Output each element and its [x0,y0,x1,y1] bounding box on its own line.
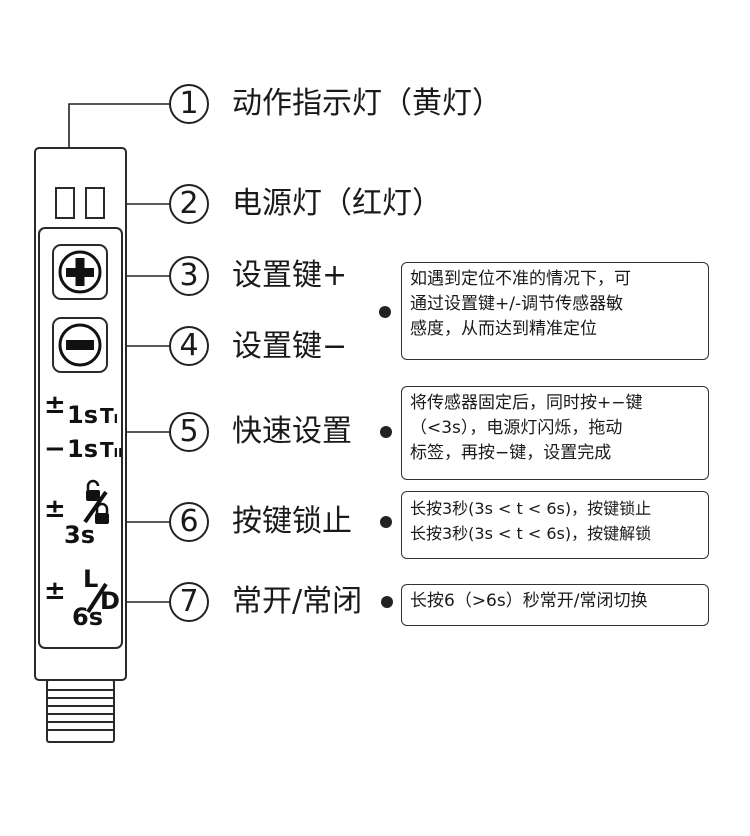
bullet-adjust [379,306,391,318]
note-adjust-line-3: 感度，从而达到精准定位 [410,319,597,339]
label-power-indicator: 电源灯（红灯） [232,186,442,221]
callout-number-4: 4 [179,328,199,363]
note-adjust: 如遇到定位不准的情况下，可 通过设置键+/-调节传感器敏 感度，从而达到精准定位 [401,262,709,360]
quick-time-1: 1s [67,401,98,429]
power-led [85,187,105,219]
teach-mark-1: TI [100,404,119,428]
label-key-lock: 按键锁止 [232,504,352,539]
minus-button-drawing [52,317,108,373]
note-adjust-line-2: 通过设置键+/-调节传感器敏 [410,294,624,314]
circle-6 [169,502,209,542]
label-no-nc: 常开/常闭 [232,584,363,619]
callout-number-3: 3 [179,258,199,293]
lock-time: 3s [64,521,95,549]
callout-number-5: 5 [179,414,199,449]
teach-mark-2: TII [100,438,123,462]
switch-time: 6s [72,603,103,631]
bullet-quick [380,426,392,438]
plus-minus-sign-1: ± [44,390,66,420]
note-quick-line-3: 标签，再按−键，设置完成 [410,443,612,463]
ld-slash [86,582,108,614]
callout-number-7: 7 [179,584,199,619]
circle-3 [169,256,209,296]
number-circles [169,84,209,622]
note-lock-line-2: 长按3秒(3s < t < 6s)，按键解锁 [410,524,652,543]
plus-button-drawing [52,244,108,300]
connector [46,679,115,743]
note-quick-setup: 将传感器固定后，同时按+−键 （<3s），电源灯闪烁，拖动 标签，再按−键，设置… [401,386,709,480]
note-lock-line-1: 长按3秒(3s < t < 6s)，按键锁止 [410,499,652,518]
mark-L: L [83,565,99,593]
bullet-lock [380,516,392,528]
callout-number-2: 2 [179,186,199,221]
bullets [379,306,393,608]
circle-4 [169,326,209,366]
minus-sign-1: − [44,434,66,464]
note-adjust-line-1: 如遇到定位不准的情况下，可 [410,269,631,289]
mark-D: D [100,587,120,615]
circle-2 [169,184,209,224]
action-led [55,187,75,219]
plus-minus-sign-3: ± [44,576,66,606]
circle-5 [169,412,209,452]
label-quick-setup: 快速设置 [232,414,352,449]
quick-time-2: 1s [67,435,98,463]
circle-1 [169,84,209,124]
plus-minus-sign-2: ± [44,494,66,524]
circle-7 [169,582,209,622]
bullet-nonc [381,596,393,608]
note-quick-line-1: 将传感器固定后，同时按+−键 [410,393,643,413]
callout-number-1: 1 [179,86,199,121]
lock-icon [83,479,109,524]
note-nonc-line-1: 长按6（>6s）秒常开/常闭切换 [410,591,648,611]
label-set-plus: 设置键+ [232,258,348,293]
callout-number-6: 6 [179,504,199,539]
label-set-minus: 设置键− [232,329,348,364]
note-quick-line-2: （<3s），电源灯闪烁，拖动 [410,418,623,438]
note-no-nc: 长按6（>6s）秒常开/常闭切换 [401,584,709,626]
label-action-indicator: 动作指示灯（黄灯） [232,86,502,121]
note-lock: 长按3秒(3s < t < 6s)，按键锁止 长按3秒(3s < t < 6s)… [401,491,709,559]
